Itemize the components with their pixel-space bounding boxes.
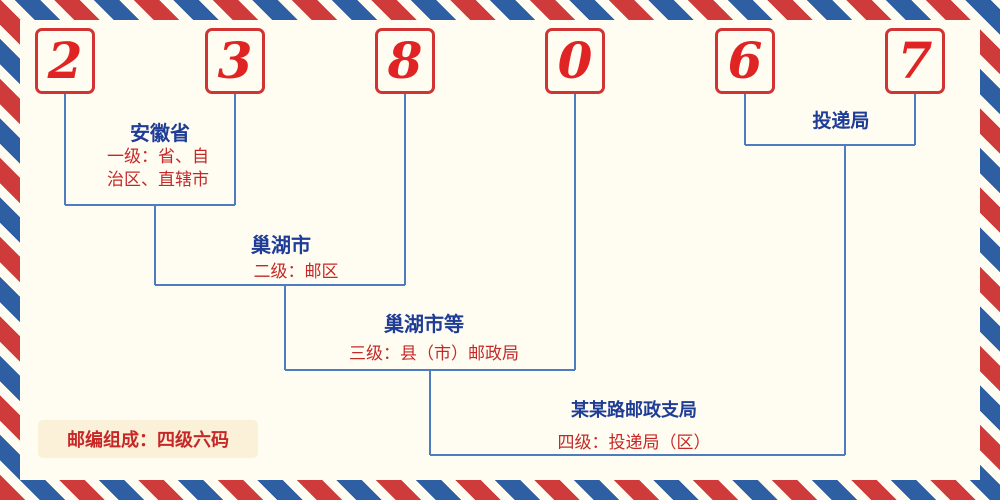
digit-6: 7 [897, 31, 933, 90]
content-canvas [20, 20, 980, 480]
level1-description: 一级：省、自治区、直辖市 [107, 147, 209, 190]
postal-code-composition-badge: 邮编组成：四级六码 [38, 420, 258, 458]
digit-box-3: 8 [375, 28, 435, 94]
digit-box-1: 2 [35, 28, 95, 94]
delivery-office-label: 投递局 [812, 110, 870, 132]
level2-description: 二级：邮区 [253, 262, 339, 282]
level1-region-label: 安徽省 [130, 121, 190, 145]
digit-box-5: 6 [715, 28, 775, 94]
digit-box-4: 0 [545, 28, 605, 94]
level3-region-label: 巢湖市等 [384, 312, 464, 336]
level4-region-label: 某某路邮政支局 [571, 400, 697, 421]
digit-5: 6 [727, 31, 763, 90]
digit-3: 8 [387, 31, 423, 90]
badge-text: 邮编组成：四级六码 [67, 430, 229, 451]
digit-1: 2 [47, 31, 83, 90]
level3-description: 三级：县（市）邮政局 [349, 344, 519, 364]
level2-region-label: 巢湖市 [251, 233, 311, 257]
digit-box-6: 7 [885, 28, 945, 94]
digit-2: 3 [217, 31, 253, 90]
digit-4: 0 [557, 31, 593, 90]
level4-description: 四级：投递局（区） [557, 433, 711, 453]
digit-box-2: 3 [205, 28, 265, 94]
